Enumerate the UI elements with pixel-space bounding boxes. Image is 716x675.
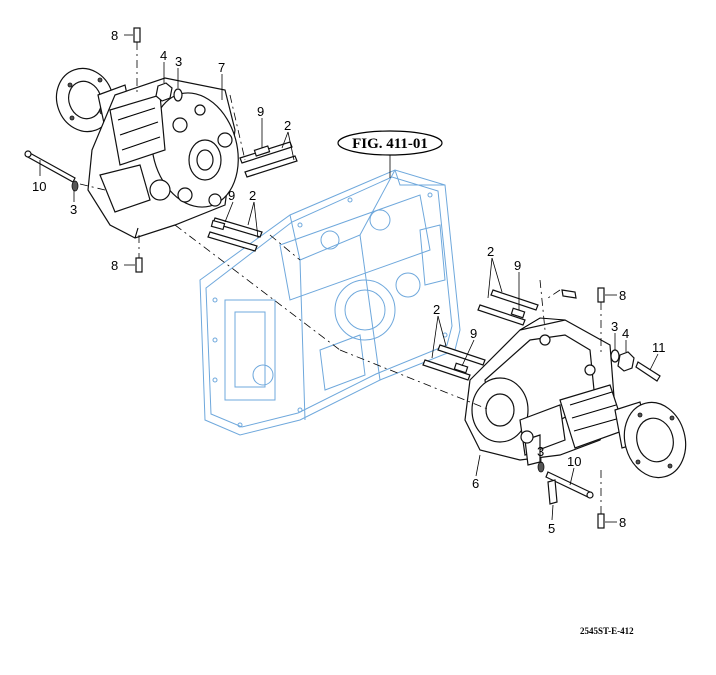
callout-9-right-mid: 9 bbox=[470, 326, 477, 341]
callout-10-right: 10 bbox=[567, 454, 581, 469]
leader-lines bbox=[39, 34, 659, 523]
callout-4-left: 4 bbox=[160, 48, 167, 63]
callout-4-right: 4 bbox=[622, 326, 629, 341]
callout-2-right-top: 2 bbox=[487, 244, 494, 259]
callout-2-left-bottom: 2 bbox=[249, 188, 256, 203]
hardware-left bbox=[24, 27, 298, 273]
callout-8-bottom-right: 8 bbox=[619, 515, 626, 530]
callout-labels: 8 4 3 7 9 2 10 3 9 2 8 2 9 8 2 9 3 4 11 … bbox=[32, 28, 666, 536]
callout-3-left-top: 3 bbox=[175, 54, 182, 69]
callout-2-right-mid: 2 bbox=[433, 302, 440, 317]
transmission-housing bbox=[199, 169, 461, 436]
callout-8-right-top: 8 bbox=[619, 288, 626, 303]
callout-6: 6 bbox=[472, 476, 479, 491]
callout-9-left-top: 9 bbox=[257, 104, 264, 119]
figure-reference-label[interactable]: FIG. 411-01 bbox=[337, 130, 443, 178]
right-final-drive-assembly bbox=[464, 317, 687, 479]
left-final-drive-assembly bbox=[55, 67, 239, 239]
callout-9-right-top: 9 bbox=[514, 258, 521, 273]
callout-2-left-top: 2 bbox=[284, 118, 291, 133]
callout-5: 5 bbox=[548, 521, 555, 536]
callout-3-right-bottom: 3 bbox=[537, 444, 544, 459]
callout-10-left: 10 bbox=[32, 179, 46, 194]
callout-9-left-bottom: 9 bbox=[228, 188, 235, 203]
figure-reference-text: FIG. 411-01 bbox=[352, 136, 428, 152]
callout-8-top-left: 8 bbox=[111, 28, 118, 43]
hardware-right bbox=[422, 287, 661, 529]
callout-11: 11 bbox=[652, 340, 666, 355]
drawing-id: 2545ST-E-412 bbox=[580, 626, 634, 636]
callout-8-bottom-left: 8 bbox=[111, 258, 118, 273]
callout-3-left-bottom: 3 bbox=[70, 202, 77, 217]
alignment-lines bbox=[79, 42, 602, 514]
callout-7: 7 bbox=[218, 60, 225, 75]
callout-3-right: 3 bbox=[611, 319, 618, 334]
